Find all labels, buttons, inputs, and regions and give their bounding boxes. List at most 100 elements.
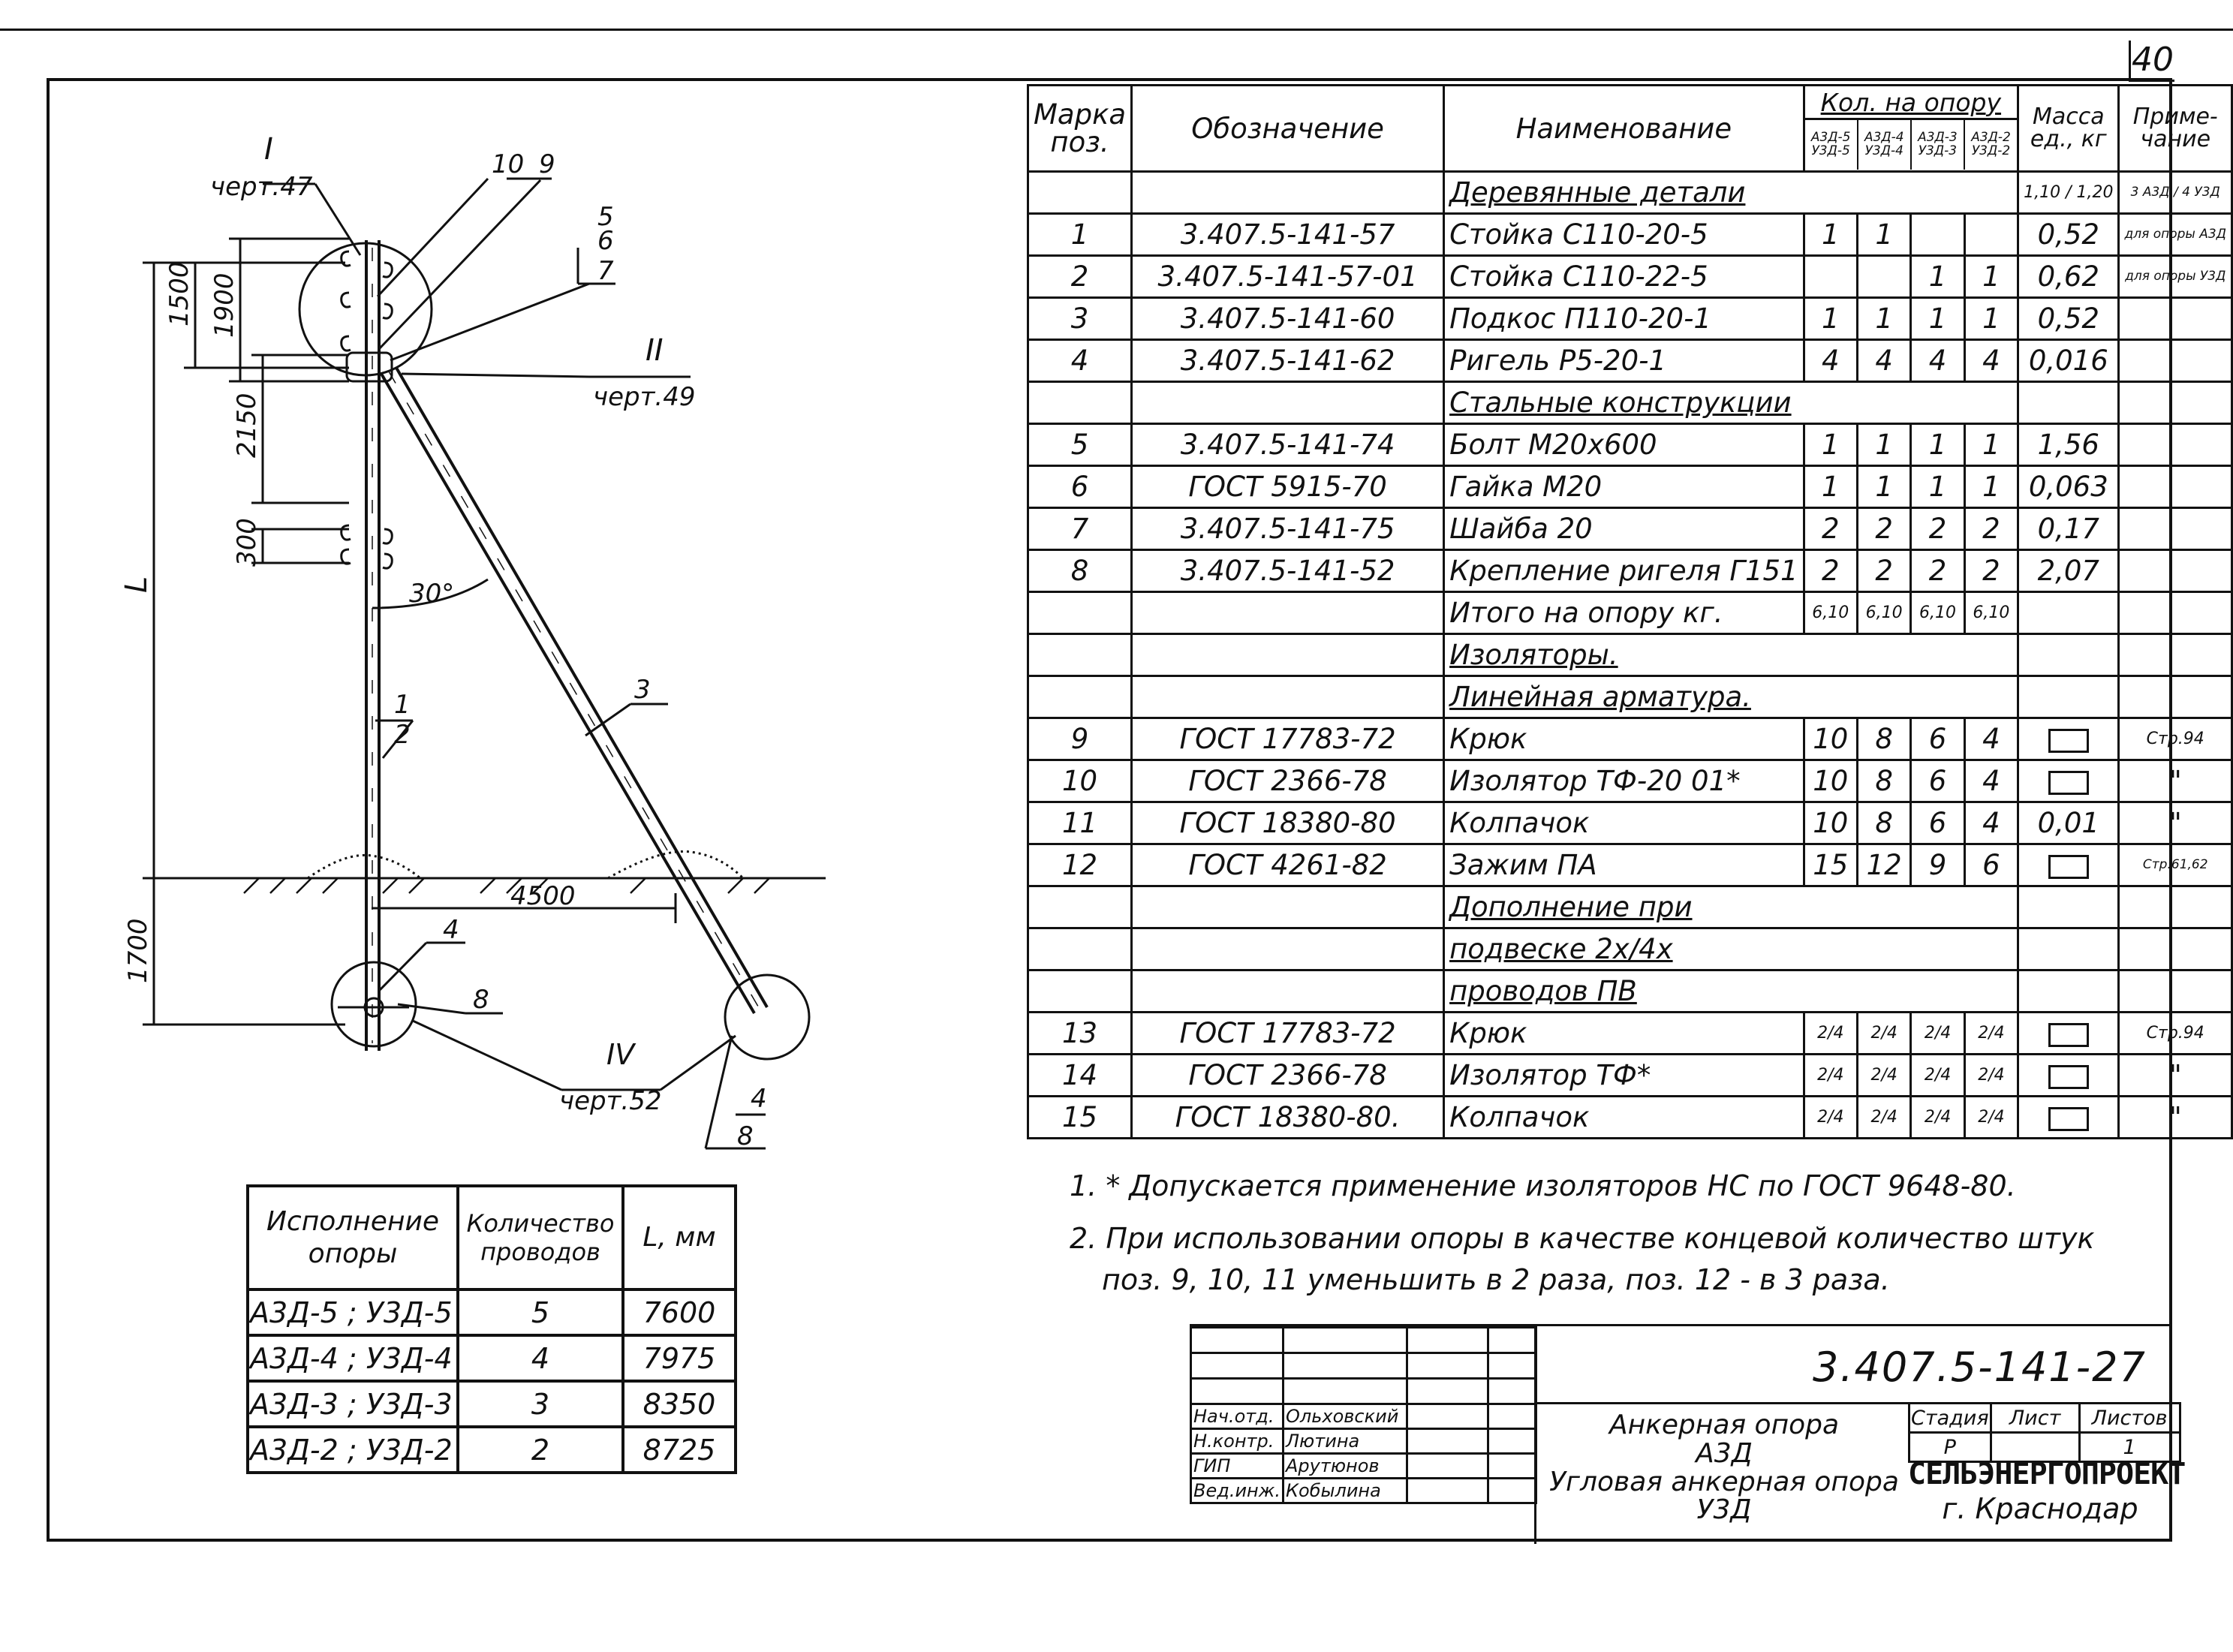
spec-designation-cell — [1130, 969, 1446, 1013]
section-title-text: Дополнение при — [1449, 891, 1693, 923]
spec-qty-cell: 1 — [1963, 254, 2020, 299]
signature-role-cell: ГИП — [1190, 1452, 1284, 1479]
dim-300: 300 — [232, 518, 262, 567]
spec-mass-cell: 0,62 — [2017, 254, 2120, 299]
spec-section-title: Дополнение при — [1443, 885, 2020, 929]
spec-section-row: проводов ПВ — [1026, 969, 2233, 1013]
spec-mass-cell — [2017, 885, 2120, 929]
sheet-header: Лист — [1989, 1402, 2081, 1434]
signature-sig-cell — [1406, 1403, 1489, 1430]
spec-qty-cell: 6 — [1909, 801, 1966, 845]
pos6-label: 6 — [597, 226, 614, 256]
pos8b-label: 8 — [737, 1121, 754, 1151]
spec-qty-cell: 1 — [1909, 423, 1966, 467]
spec-designation-cell: ГОСТ 2366-78 — [1130, 759, 1446, 803]
title-line-4: У3Д — [1696, 1494, 1752, 1526]
spec-name-cell: Ригель Р5-20-1 — [1443, 339, 1805, 383]
spec-qty-cell: 2/4 — [1855, 1053, 1912, 1097]
spec-mark-cell — [1026, 170, 1133, 215]
title-line-3: Угловая анкерная опора — [1549, 1466, 1899, 1497]
spec-note-cell — [2117, 675, 2233, 719]
dim-L: L — [119, 576, 154, 593]
ref4-sheet: черт.52 — [559, 1086, 661, 1116]
spec-qty-cell: 1 — [1909, 296, 1966, 341]
spec-designation-cell: ГОСТ 18380-80. — [1130, 1095, 1446, 1139]
spec-mark-cell: 1 — [1026, 212, 1133, 257]
stamp-divider — [1534, 1402, 2172, 1404]
spec-designation-cell: ГОСТ 5915-70 — [1130, 465, 1446, 509]
header-name: Наименование — [1443, 84, 1805, 173]
spec-qty-cell — [1802, 254, 1858, 299]
spec-mark-cell — [1026, 885, 1133, 929]
spec-qty-cell: 12 — [1855, 843, 1912, 887]
spec-qty-cell: 1 — [1855, 212, 1912, 257]
document-code: 3.407.5-141-27 — [1813, 1344, 2147, 1391]
header-note: Приме-чание — [2117, 84, 2233, 173]
spec-designation-cell: ГОСТ 17783-72 — [1130, 1011, 1446, 1055]
spec-mark-cell — [1026, 381, 1133, 425]
organization: СЕЛЬЭНЕРГОПРОЕКТ г. Краснодар — [1908, 1456, 2186, 1525]
spec-qty-cell: 4 — [1963, 801, 2020, 845]
spec-qty-cell: 8 — [1855, 801, 1912, 845]
spec-name-cell: Зажим ПА — [1443, 843, 1805, 887]
spec-name-cell: Болт М20х600 — [1443, 423, 1805, 467]
dim-4500: 4500 — [510, 881, 576, 911]
spec-name-cell: Крюк — [1443, 1011, 1805, 1055]
section-title-text: подвеске 2x/4x — [1449, 933, 1673, 965]
spec-section-title: подвеске 2x/4x — [1443, 927, 2020, 971]
sheets-header: Листов — [2078, 1402, 2181, 1434]
spec-mass-cell — [2017, 591, 2120, 635]
spec-mark-cell: 12 — [1026, 843, 1133, 887]
spec-note-cell — [2117, 465, 2233, 509]
spec-section-title: Изоляторы. — [1443, 633, 2020, 677]
note-2b: поз. 9, 10, 11 уменьшить в 2 раза, поз. … — [1102, 1263, 1890, 1296]
spec-section-title: Деревянные детали — [1443, 170, 2020, 215]
section-title-text: Деревянные детали — [1449, 176, 1746, 209]
spec-qty-cell: 8 — [1855, 717, 1912, 761]
spec-name-cell: Шайба 20 — [1443, 507, 1805, 551]
spec-qty-cell: 2/4 — [1855, 1095, 1912, 1139]
spec-mark-cell: 4 — [1026, 339, 1133, 383]
spec-qty-cell: 10 — [1802, 801, 1858, 845]
ref1-roman: I — [264, 132, 273, 167]
spec-mark-cell: 3 — [1026, 296, 1133, 341]
spec-designation-cell — [1130, 170, 1446, 215]
spec-designation-cell: ГОСТ 18380-80 — [1130, 801, 1446, 845]
spec-section-title: Линейная арматура. — [1443, 675, 2020, 719]
spec-designation-cell: ГОСТ 17783-72 — [1130, 717, 1446, 761]
spec-total-qty-cell: 6,10 — [1909, 591, 1966, 635]
spec-mark-cell: 11 — [1026, 801, 1133, 845]
spec-note-cell — [2117, 339, 2233, 383]
spec-name-cell: Изолятор ТФ* — [1443, 1053, 1805, 1097]
spec-mass-cell — [2017, 633, 2120, 677]
spec-name-cell: Подкос П110-20-1 — [1443, 296, 1805, 341]
spec-note-cell: " — [2117, 1053, 2233, 1097]
pos8a-label: 8 — [473, 985, 489, 1015]
pos1-label: 1 — [394, 690, 411, 720]
spec-qty-cell: 4 — [1855, 339, 1912, 383]
spec-mass-cell — [2017, 927, 2120, 971]
section-title-text: Изоляторы. — [1449, 639, 1618, 671]
stage-value: Р — [1908, 1431, 1992, 1463]
spec-qty-cell: 4 — [1963, 717, 2020, 761]
signature-date-cell — [1487, 1452, 1537, 1479]
ref2-roman: II — [646, 333, 664, 368]
spec-mark-cell: 14 — [1026, 1053, 1133, 1097]
variant-execution-cell: А3Д-3 ; У3Д-3 — [246, 1380, 459, 1428]
spec-qty-cell: 10 — [1802, 717, 1858, 761]
sheets-value: 1 — [2078, 1431, 2181, 1463]
spec-qty-cell: 1 — [1909, 254, 1966, 299]
